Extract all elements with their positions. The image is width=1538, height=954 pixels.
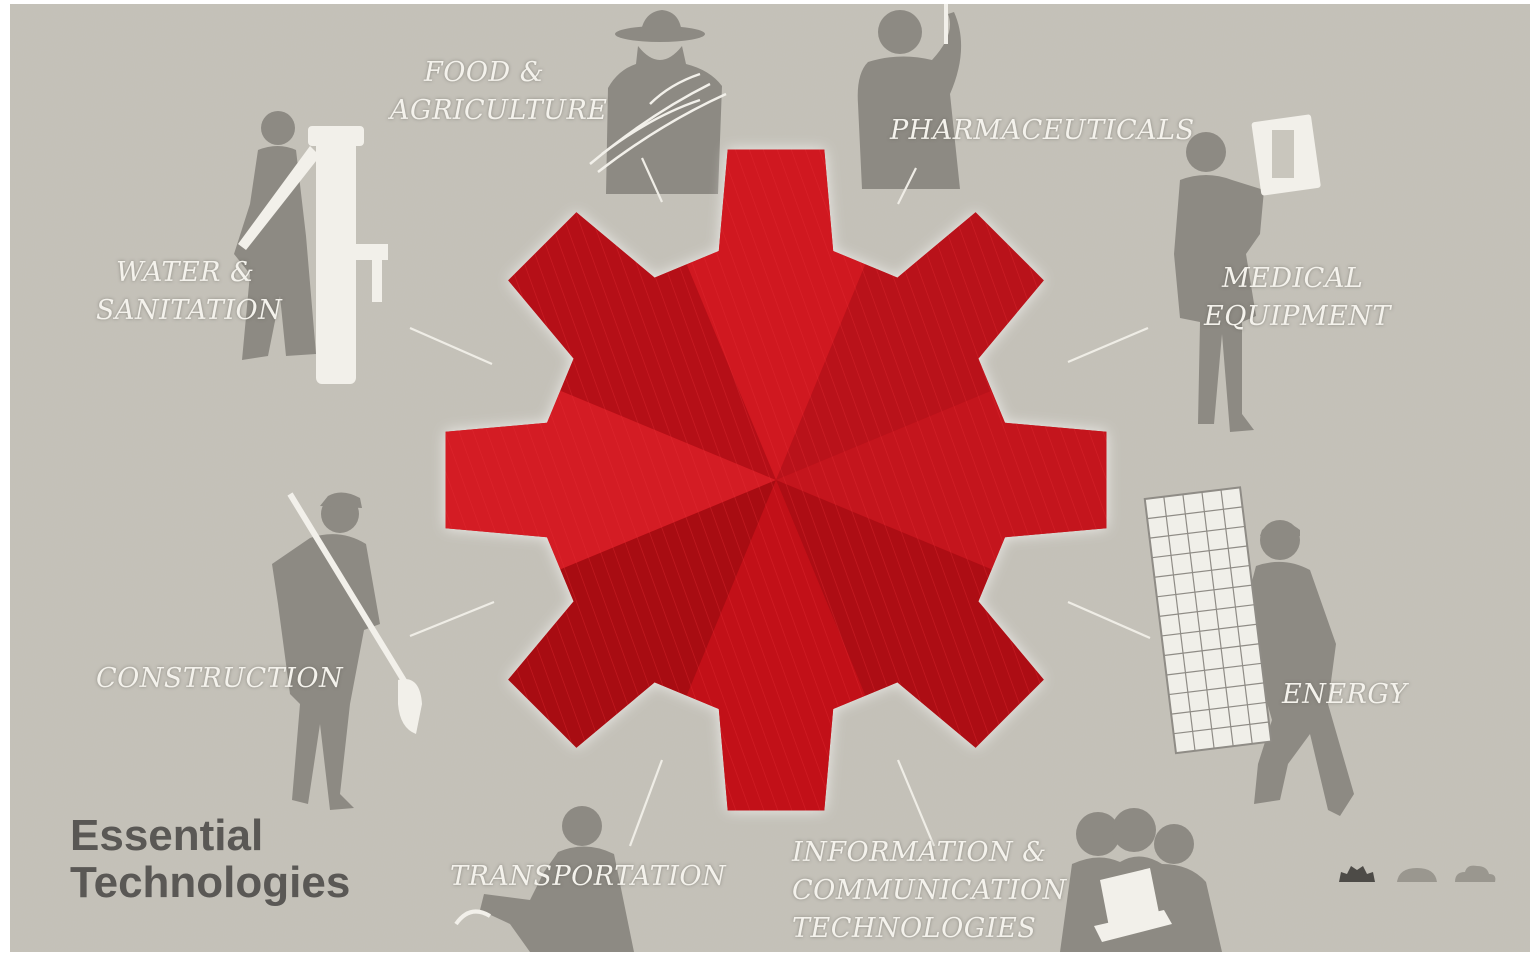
light-objects: [238, 4, 1321, 942]
gear-texture-line: [753, 149, 1015, 811]
gear-texture-line: [557, 149, 819, 811]
icon-navigation: [1335, 862, 1505, 882]
infographic-graphics: [10, 4, 1530, 952]
label-transportation[interactable]: TRANSPORTATION: [450, 861, 727, 892]
solar-grid-line: [1220, 489, 1253, 744]
gear-texture-line: [949, 149, 1107, 811]
construction-worker-silhouette: [272, 492, 380, 810]
solar-grid-line: [1149, 525, 1245, 539]
label-construction[interactable]: CONSTRUCTION: [96, 663, 344, 694]
cloud-icon[interactable]: [1395, 862, 1439, 882]
gear-texture-line: [515, 149, 777, 811]
people-silhouettes: [234, 10, 1354, 952]
gear-segment: [584, 149, 968, 480]
label-pharmaceuticals[interactable]: PHARMACEUTICALS: [890, 115, 1195, 146]
gear-texture-line: [935, 149, 1107, 811]
infographic-canvas: FOOD & AGRICULTURE PHARMACEUTICALS WATER…: [10, 4, 1530, 952]
label-medical-equipment[interactable]: MEDICAL EQUIPMENT: [1204, 263, 1391, 332]
gear-texture-line: [781, 149, 1043, 811]
gear-segment: [776, 288, 1107, 672]
gear-segment: [445, 288, 776, 672]
solar-grid-line: [1147, 506, 1243, 520]
solar-grid-line: [1156, 584, 1253, 598]
gear-texture-line: [529, 149, 791, 811]
solar-panel: [1143, 486, 1273, 755]
solar-grid-line: [1166, 662, 1262, 676]
xray-film: [1251, 114, 1321, 196]
doctor-silhouette: [1174, 132, 1264, 432]
cyclist-silhouette: [480, 806, 634, 952]
solar-grid-line: [1159, 604, 1255, 617]
gear-segment: [776, 480, 1107, 811]
gear-texture-line: [445, 149, 623, 811]
page-title: Essential Technologies: [70, 811, 351, 907]
gear-segment: [584, 480, 968, 811]
wheat-stalks: [589, 72, 727, 173]
label-energy[interactable]: ENERGY: [1282, 679, 1408, 710]
solar-grid-line: [1201, 491, 1234, 747]
gear-texture-line: [921, 149, 1107, 811]
gear-texture-line: [445, 149, 609, 811]
shovel: [287, 492, 422, 734]
cloud-icon-secondary[interactable]: [1453, 862, 1497, 882]
gear-texture-line: [543, 149, 805, 811]
bike-frame: [454, 909, 492, 926]
label-ict[interactable]: INFORMATION & COMMUNICATION TECHNOLOGIES: [792, 837, 1067, 944]
gear-segment: [776, 149, 1107, 480]
solar-grid-line: [1168, 682, 1265, 696]
gear-texture-line: [445, 149, 637, 811]
label-water-sanitation[interactable]: WATER & SANITATION: [96, 257, 283, 326]
energy-worker-silhouette: [1246, 520, 1354, 816]
water-pump: [238, 126, 388, 384]
pharma-worker-silhouette: [857, 10, 962, 189]
solar-grid-line: [1163, 496, 1196, 751]
solar-grid-line: [1182, 494, 1215, 749]
laptop: [1094, 868, 1172, 942]
label-food-agriculture[interactable]: FOOD & AGRICULTURE: [390, 57, 608, 126]
connector-lines: [409, 157, 1151, 847]
solar-grid-line: [1161, 623, 1257, 637]
gear-segment: [445, 480, 776, 811]
gear-texture-line: [907, 149, 1107, 811]
solar-grid-line: [1151, 545, 1248, 559]
gear-texture-line: [739, 149, 1001, 811]
solar-grid-line: [1154, 564, 1250, 578]
gear-segment: [445, 149, 776, 480]
solar-grid-line: [1173, 721, 1269, 735]
gear-texture-line: [963, 149, 1107, 811]
gear-texture-line: [767, 149, 1029, 811]
solar-grid-line: [1171, 701, 1267, 715]
solar-panel-frame: [1143, 486, 1273, 755]
woman-silhouette: [234, 111, 316, 360]
farmer-silhouette: [606, 10, 722, 194]
solar-grid-line: [1163, 643, 1260, 657]
gear-icon[interactable]: [1335, 862, 1379, 882]
